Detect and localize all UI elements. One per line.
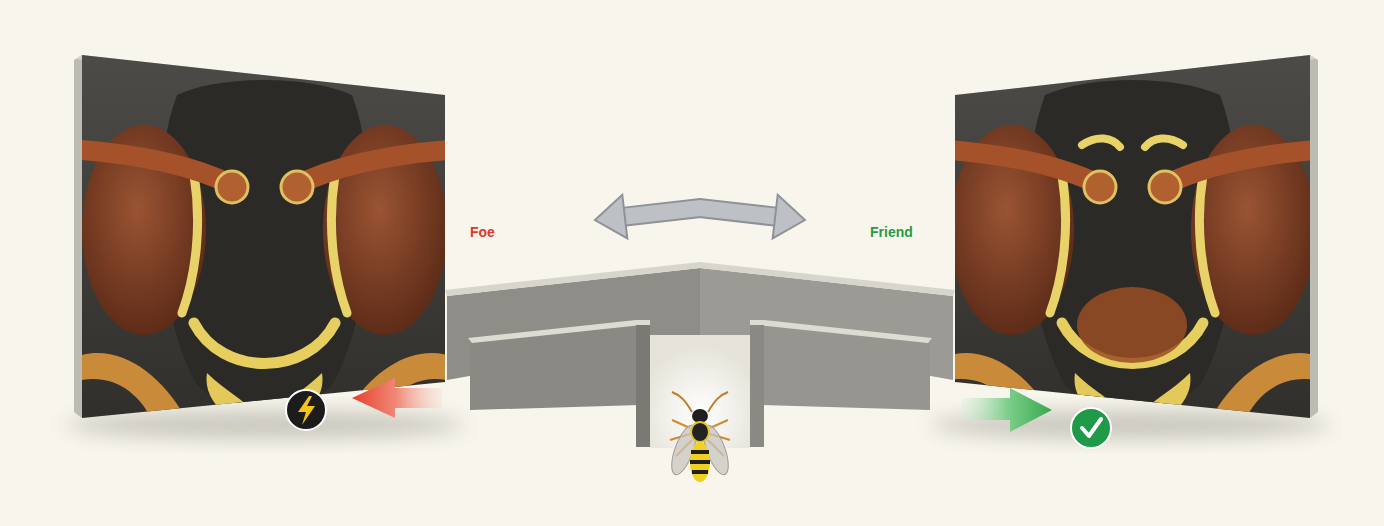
shock-icon	[286, 390, 326, 430]
panel-edge	[74, 55, 82, 418]
maze-wall-top	[750, 320, 764, 325]
panel-shadow	[65, 411, 465, 439]
yellow-marking	[1082, 138, 1120, 147]
lightning-bolt	[298, 396, 315, 425]
red-arrow	[352, 378, 442, 418]
friend-photo	[950, 55, 1315, 420]
wasp-stripes	[690, 452, 710, 472]
reward-icon	[1071, 408, 1111, 448]
foe-photo-panel	[74, 55, 447, 420]
maze-wall-top	[700, 262, 955, 296]
maze-wall	[750, 325, 764, 447]
maze-corridor-floor	[650, 335, 750, 448]
orange-clypeus	[1077, 287, 1187, 363]
arrow-shaft	[623, 208, 777, 217]
maze-wall-top	[636, 320, 650, 325]
friend-label: Friend	[870, 223, 913, 241]
yellow-marking	[1145, 138, 1183, 147]
photo-choice-node: Friend	[805, 50, 1315, 430]
maze-wall-top	[758, 320, 932, 343]
foe-photo	[82, 55, 447, 420]
arrow-shaft-outline	[623, 208, 777, 217]
maze-wall	[636, 325, 650, 447]
wasp-face	[82, 55, 447, 420]
t-maze	[445, 262, 955, 448]
wasp-antenna	[672, 392, 692, 412]
check-mark	[1082, 419, 1101, 436]
friend-photo-panel	[950, 55, 1318, 420]
icon-circle	[1071, 408, 1111, 448]
wasp-head	[692, 409, 708, 423]
wasp-thorax	[691, 422, 709, 442]
foe-label: Foe	[470, 223, 495, 241]
green-arrow	[962, 388, 1052, 432]
foe-choice-arrow	[352, 378, 442, 418]
friend-choice-arrow	[962, 388, 1052, 432]
comparison-double-arrow	[595, 195, 805, 239]
wasp-abdomen	[690, 442, 710, 482]
icon-circle	[286, 390, 326, 430]
maze-wall-top	[445, 262, 700, 296]
wasp-antenna	[708, 392, 728, 412]
photo-choice-node: Foe	[80, 50, 595, 430]
wasp-face	[950, 55, 1315, 420]
arrowhead	[595, 195, 627, 239]
panel-edge	[1310, 55, 1318, 418]
wasp	[667, 392, 734, 482]
arrowhead	[773, 195, 805, 239]
maze-wall-top	[468, 320, 642, 343]
